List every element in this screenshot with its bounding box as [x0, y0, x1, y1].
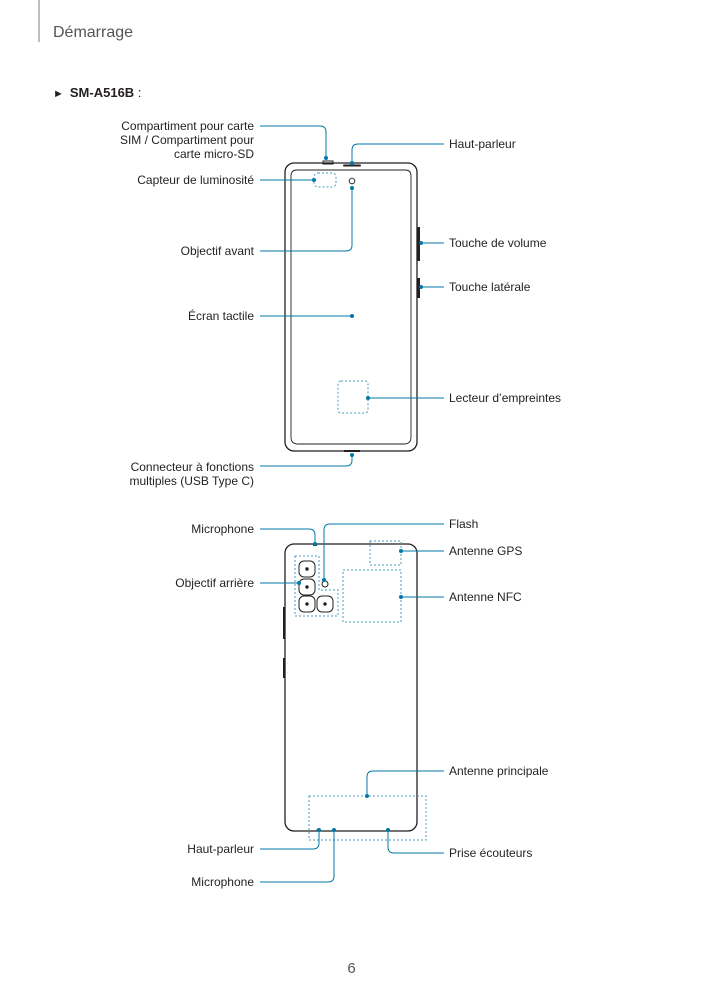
- header-rule: [38, 0, 40, 42]
- front-camera-hole: [348, 177, 356, 185]
- label-touchscreen: Écran tactile: [187, 309, 254, 323]
- speaker-slot: [343, 164, 361, 167]
- front-callouts: [260, 125, 444, 467]
- sim-tray-slot: [322, 160, 334, 165]
- front-dotted-areas: [313, 160, 369, 414]
- label-front-camera: Objectif avant: [180, 244, 254, 258]
- volume-key-shape: [417, 227, 420, 261]
- flash-shape: [321, 580, 329, 588]
- label-multipurpose-jack: Connecteur à fonctions multiples (USB Ty…: [129, 460, 254, 488]
- label-speaker: Haut-parleur: [449, 137, 516, 151]
- back-callout-dots: [297, 542, 403, 832]
- front-callout-dots: [312, 156, 423, 457]
- label-side-key: Touche latérale: [449, 280, 531, 294]
- camera-lens-4: [316, 595, 334, 613]
- front-body: [284, 162, 418, 452]
- label-main-antenna: Antenne principale: [449, 764, 549, 778]
- side-key-shape: [417, 278, 420, 298]
- label-sim-tray: Compartiment pour carte SIM / Compartime…: [119, 119, 254, 161]
- label-flash: Flash: [449, 517, 479, 531]
- arrow-icon: ►: [53, 88, 64, 100]
- back-phone: [283, 543, 418, 832]
- back-key-1: [283, 607, 285, 639]
- gps-antenna-area: [369, 540, 402, 566]
- model-colon: :: [134, 85, 142, 100]
- model-heading: ► SM-A516B :: [53, 85, 141, 100]
- camera-lens-2: [298, 578, 316, 596]
- label-earphone-jack: Prise écouteurs: [449, 846, 533, 860]
- back-body: [284, 543, 418, 832]
- light-sensor-area: [313, 172, 337, 188]
- model-name: SM-A516B: [69, 85, 135, 100]
- rear-camera-module: [298, 560, 334, 613]
- fingerprint-area: [337, 380, 369, 414]
- camera-lens-3: [298, 595, 316, 613]
- nfc-antenna-area: [342, 569, 402, 623]
- label-back-speaker: Haut-parleur: [187, 842, 254, 856]
- label-rear-camera: Objectif arrière: [175, 576, 254, 590]
- camera-lens-1: [298, 560, 316, 578]
- label-microphone-top: Microphone: [191, 522, 254, 536]
- label-volume-key: Touche de volume: [449, 236, 547, 250]
- header-title: Démarrage: [53, 24, 134, 41]
- main-antenna-area: [308, 795, 427, 841]
- label-light-sensor: Capteur de luminosité: [137, 173, 254, 187]
- front-screen: [290, 169, 412, 445]
- label-microphone-bottom: Microphone: [191, 875, 254, 889]
- back-callouts: [260, 523, 444, 883]
- label-fingerprint: Lecteur d’empreintes: [449, 391, 562, 405]
- page-number: 6: [347, 960, 356, 977]
- usb-port: [344, 450, 360, 452]
- camera-area: [294, 555, 339, 617]
- label-gps-antenna: Antenne GPS: [449, 544, 523, 558]
- label-nfc-antenna: Antenne NFC: [449, 590, 522, 604]
- back-key-2: [283, 658, 285, 678]
